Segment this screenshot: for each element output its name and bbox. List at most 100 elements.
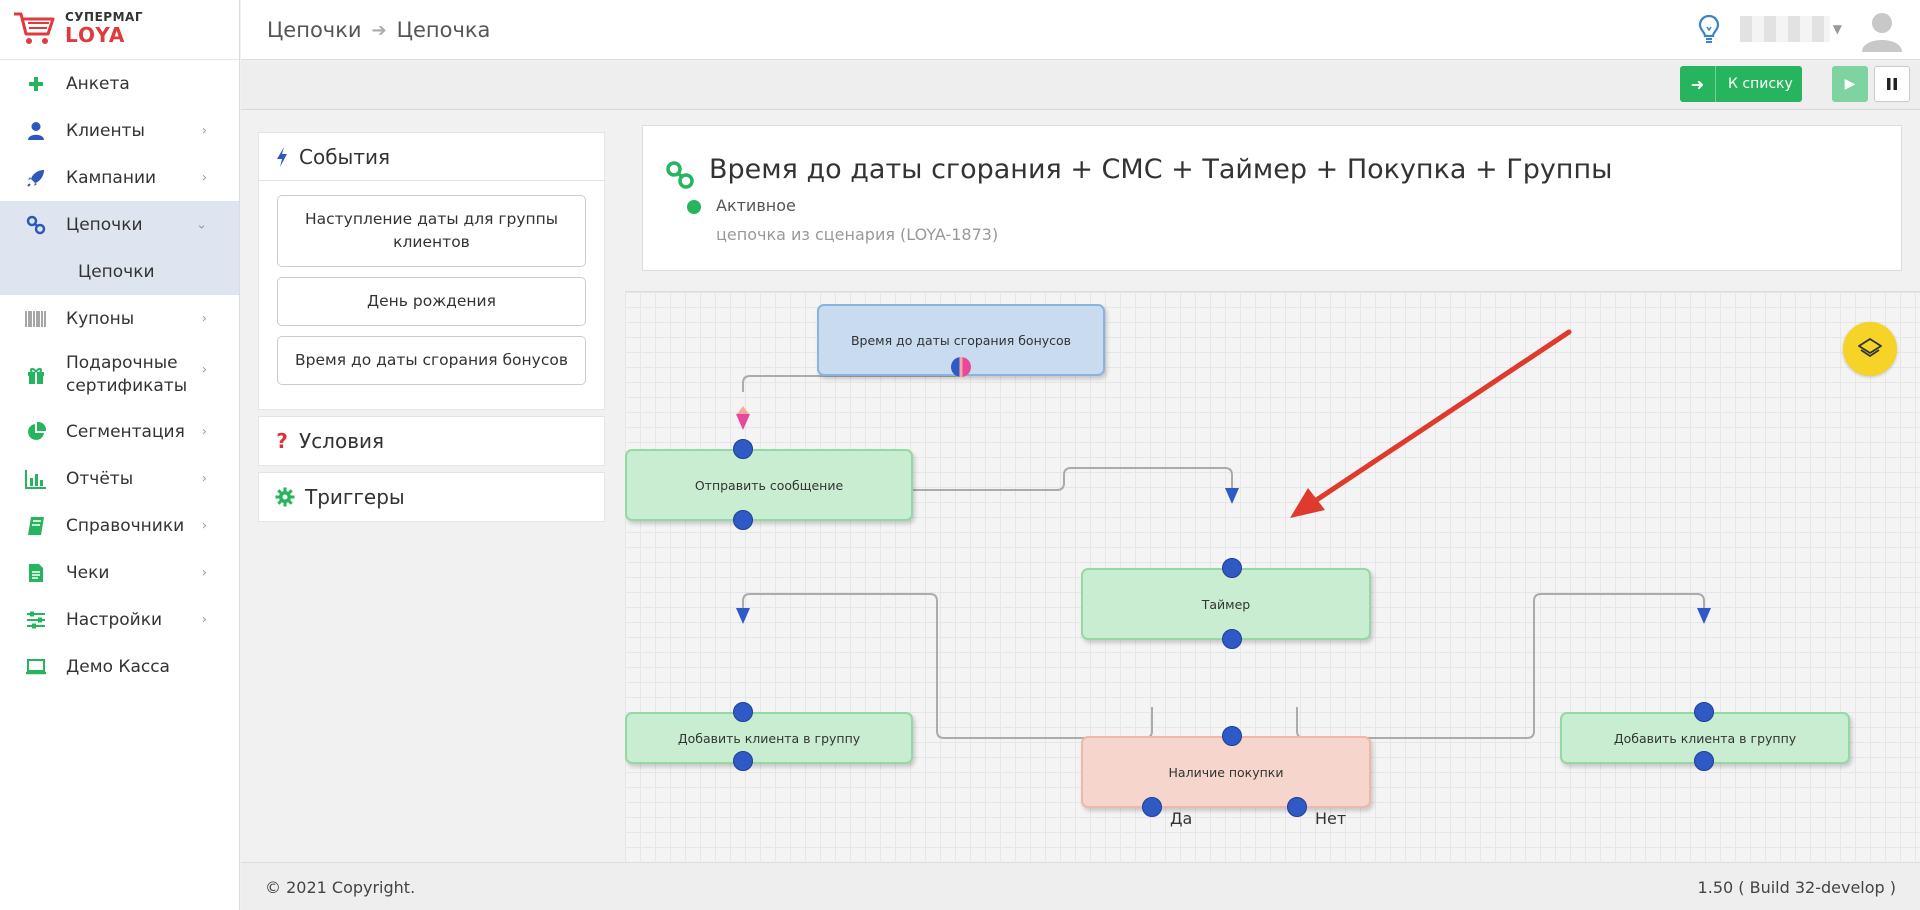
sidebar-item-label: Кампании — [66, 167, 157, 188]
pie-chart-icon — [24, 420, 48, 444]
conditions-card[interactable]: ? Условия — [258, 416, 605, 466]
sidebar-item-label: Настройки — [66, 609, 163, 630]
sidebar-item-reports[interactable]: Отчёты › — [0, 455, 239, 502]
sidebar-item-label-line1: Подарочные — [66, 353, 178, 373]
conditions-header[interactable]: ? Условия — [259, 417, 604, 465]
chevron-right-icon: › — [201, 565, 207, 580]
node-purchase-check[interactable]: Наличие покупки — [1081, 736, 1371, 808]
events-header[interactable]: События — [259, 133, 604, 181]
breadcrumb-item-chain: Цепочка — [396, 18, 491, 42]
gift-icon — [24, 363, 48, 387]
node-label: Отправить сообщение — [694, 477, 844, 493]
chevron-down-icon: ⌄ — [196, 217, 207, 232]
sidebar-item-label: Анкета — [66, 73, 130, 94]
chevron-right-icon: › — [201, 123, 207, 138]
laptop-icon — [24, 655, 48, 679]
layers-icon — [1858, 338, 1882, 357]
purchase-input-port[interactable] — [1222, 726, 1242, 746]
sidebar-item-label: Чеки — [66, 562, 110, 583]
sidebar-item-settings[interactable]: Настройки › — [0, 596, 239, 643]
plus-icon — [24, 72, 48, 96]
add-right-output-port[interactable] — [1694, 751, 1714, 771]
sidebar-subitem-chains[interactable]: Цепочки — [0, 248, 239, 295]
sidebar-item-demo-cash[interactable]: Демо Касса — [0, 643, 239, 690]
add-left-output-port[interactable] — [733, 751, 753, 771]
node-label: Таймер — [1201, 596, 1251, 612]
send-output-port[interactable] — [733, 510, 753, 530]
chevron-right-icon: › — [201, 311, 207, 326]
node-send-message[interactable]: Отправить сообщение — [625, 449, 913, 521]
pause-icon — [1887, 78, 1897, 90]
gear-icon — [275, 487, 295, 507]
breadcrumb-item-chains[interactable]: Цепочки — [267, 18, 362, 42]
sidebar-item-label: Отчёты — [66, 468, 134, 489]
layers-button[interactable] — [1843, 322, 1897, 376]
purchase-yes-port[interactable] — [1142, 797, 1162, 817]
link-icon — [666, 161, 694, 189]
sidebar-item-label: Купоны — [66, 308, 135, 329]
event-bonus-expiry[interactable]: Время до даты сгорания бонусов — [277, 336, 586, 385]
user-icon — [24, 119, 48, 143]
node-label: Наличие покупки — [1168, 764, 1284, 780]
conditions-title: Условия — [299, 429, 385, 453]
chain-info-card: Время до даты сгорания + СМС + Таймер + … — [642, 125, 1902, 271]
node-label: Добавить клиента в группу — [1613, 730, 1797, 746]
sidebar-item-label: Сегментация — [66, 421, 185, 442]
sidebar-item-clients[interactable]: Клиенты › — [0, 107, 239, 154]
event-date-for-group[interactable]: Наступление даты для группы клиентов — [277, 195, 586, 267]
timer-input-port[interactable] — [1222, 558, 1242, 578]
triggers-card[interactable]: Триггеры — [258, 472, 605, 522]
sidebar-item-label: Демо Касса — [66, 656, 170, 677]
purchase-no-port[interactable] — [1287, 797, 1307, 817]
caret-down-icon[interactable]: ▼ — [1832, 22, 1842, 36]
start-output-port[interactable] — [950, 356, 972, 378]
sidebar-item-chains[interactable]: Цепочки ⌄ — [0, 201, 239, 248]
back-to-list-label: К списку — [1728, 76, 1793, 92]
user-name-blurred[interactable] — [1740, 16, 1830, 42]
yes-label: Да — [1170, 809, 1193, 828]
add-right-input-port[interactable] — [1694, 702, 1714, 722]
sidebar-item-segmentation[interactable]: Сегментация › — [0, 408, 239, 455]
back-to-list-button[interactable]: ➜ К списку — [1680, 66, 1802, 102]
footer: © 2021 Copyright. 1.50 ( Build 32-develo… — [241, 862, 1920, 910]
sidebar-item-anketa[interactable]: Анкета — [0, 60, 239, 107]
send-input-port[interactable] — [733, 439, 753, 459]
no-label: Нет — [1315, 809, 1347, 828]
breadcrumb: Цепочки ➔ Цепочка — [267, 18, 490, 42]
rocket-icon — [24, 166, 48, 190]
chain-status: Активное — [716, 196, 796, 215]
bar-chart-icon — [24, 467, 48, 491]
logo[interactable]: СУПЕРМАГ LOYA — [0, 0, 239, 60]
chevron-right-icon: › — [201, 424, 207, 439]
question-icon: ? — [276, 429, 288, 453]
sidebar-item-directories[interactable]: Справочники › — [0, 502, 239, 549]
sliders-icon — [24, 608, 48, 632]
sidebar-item-receipts[interactable]: Чеки › — [0, 549, 239, 596]
lightbulb-icon[interactable] — [1698, 14, 1720, 46]
receipt-icon — [24, 561, 48, 585]
flow-canvas[interactable]: Время до даты сгорания бонусов Отправить… — [625, 291, 1920, 861]
node-timer[interactable]: Таймер — [1081, 568, 1371, 640]
status-dot — [687, 200, 701, 214]
timer-output-port[interactable] — [1222, 629, 1242, 649]
chevron-right-icon: › — [201, 362, 207, 378]
avatar[interactable] — [1860, 8, 1904, 52]
sidebar: СУПЕРМАГ LOYA Анкета Клиенты › Кампании … — [0, 0, 240, 910]
play-button[interactable]: ▶ — [1832, 66, 1868, 102]
chevron-right-icon: › — [201, 471, 207, 486]
pause-button[interactable] — [1874, 66, 1910, 102]
version: 1.50 ( Build 32-develop ) — [1697, 878, 1896, 897]
chevron-right-icon: › — [201, 612, 207, 627]
sidebar-item-coupons[interactable]: Купоны › — [0, 295, 239, 342]
blocks-panel: События Наступление даты для группы клие… — [258, 132, 605, 528]
triggers-header[interactable]: Триггеры — [259, 473, 604, 521]
event-birthday[interactable]: День рождения — [277, 277, 586, 326]
events-card: События Наступление даты для группы клие… — [258, 132, 605, 410]
sidebar-item-label: Цепочки — [66, 214, 143, 235]
sidebar-item-campaigns[interactable]: Кампании › — [0, 154, 239, 201]
book-icon — [24, 514, 48, 538]
add-left-input-port[interactable] — [733, 702, 753, 722]
node-add-to-group-left[interactable]: Добавить клиента в группу — [625, 712, 913, 764]
